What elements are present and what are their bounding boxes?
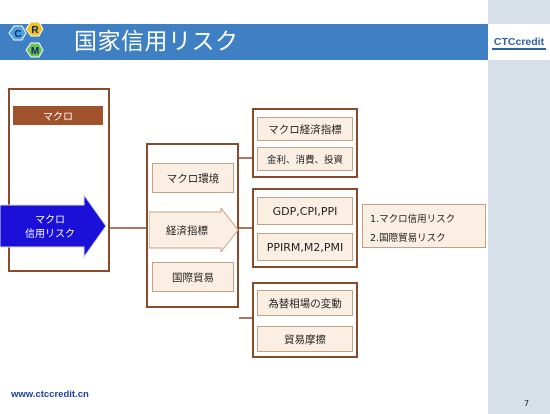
macro-environment-box: マクロ環境 xyxy=(152,163,234,193)
macro-credit-risk-arrow: マクロ 信用リスク xyxy=(0,193,107,259)
international-trade-box: 国際貿易 xyxy=(152,262,234,292)
trade-friction-box: 貿易摩擦 xyxy=(257,326,353,352)
economic-indicators-arrow: 経済指標 xyxy=(149,208,239,252)
interest-consumption-investment-box: 金利、消費、投資 xyxy=(257,147,353,171)
note-item-1: 1.マクロ信用リスク xyxy=(370,214,456,225)
exchange-rate-box: 為替相場の変動 xyxy=(257,290,353,316)
footer-url: www.ctccredit.cn xyxy=(11,389,89,400)
macro-economic-indicators-box: マクロ経済指標 xyxy=(257,117,353,141)
gdp-cpi-ppi-box: GDP,CPI,PPI xyxy=(257,197,353,225)
side-strip xyxy=(488,0,550,414)
hex-r xyxy=(25,21,44,37)
brand-logo: CTCcredit xyxy=(488,24,550,60)
logo-letter-c: C xyxy=(14,29,21,40)
arrow-text-line2: 信用リスク xyxy=(25,228,75,240)
logo-letter-m: M xyxy=(31,46,39,57)
logo-letter-r: R xyxy=(31,25,39,36)
slide-title: 国家信用リスク xyxy=(74,29,239,55)
brand-underline xyxy=(492,48,546,50)
note-item-2: 2.国際貿易リスク xyxy=(370,233,446,244)
title-bar xyxy=(0,24,488,60)
ppirm-m2-pmi-box: PPIRM,M2,PMI xyxy=(257,233,353,261)
notes-box: 1.マクロ信用リスク 2.国際貿易リスク xyxy=(362,204,486,248)
economic-indicators-label: 経済指標 xyxy=(166,224,208,237)
hex-c xyxy=(8,25,27,41)
arrow-text-line1: マクロ xyxy=(35,214,65,226)
hex-m xyxy=(25,42,44,58)
crm-logo: C R M xyxy=(8,21,44,58)
page-number: 7 xyxy=(524,399,530,408)
macro-label: マクロ xyxy=(13,106,103,125)
